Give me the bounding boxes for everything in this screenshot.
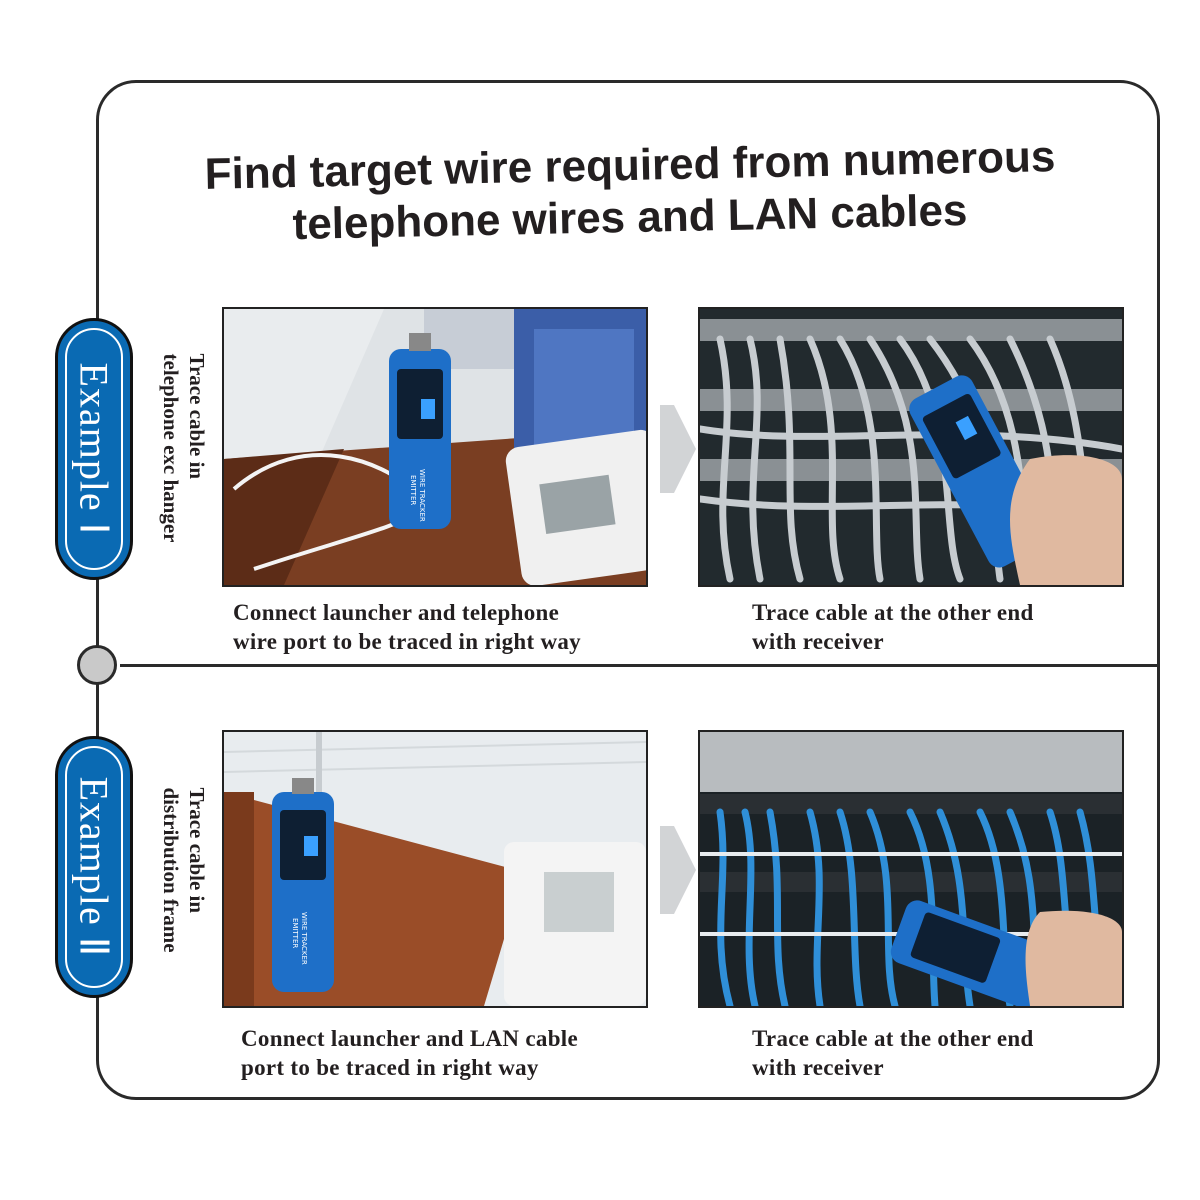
example-2-right-caption-line-2: with receiver [752,1055,884,1080]
device-1-text-1: WIRE TRACKER [418,469,426,522]
photo-receiver-gray-cables [698,307,1124,587]
example-2-right-caption: Trace cable at the other end with receiv… [752,1024,1034,1082]
example-2-badge-label: Example Ⅱ [71,776,117,958]
divider-knob [77,645,117,685]
example-2-left-caption-line-1: Connect launcher and LAN cable [241,1026,578,1051]
example-1-right-caption-line-2: with receiver [752,629,884,654]
example-2-side-label-line-2: distribution frame [159,787,183,953]
example-1-side-label-line-1: Trace cable in [185,353,209,480]
example-1-side-label: Trace cable in telephone exc hanger [154,318,214,578]
example-1-badge-label: Example Ⅰ [71,362,117,536]
device-1-text-2: EMITTER [409,475,417,505]
example-1-side-label-line-2: telephone exc hanger [159,353,183,543]
example-2-left-caption-line-2: port to be traced in right way [241,1055,539,1080]
photo-emitter-lan: WIRE TRACKER EMITTER [222,730,648,1008]
example-1-left-caption-line-1: Connect launcher and telephone [233,600,560,625]
example-2-side-label: Trace cable in distribution frame [154,740,214,1000]
example-2-right-caption-line-1: Trace cable at the other end [752,1026,1034,1051]
device-2-text-2: EMITTER [291,918,299,948]
example-2-left-caption: Connect launcher and LAN cable port to b… [241,1024,578,1082]
arrow-right-icon [660,405,696,493]
photo-receiver-blue-cables [698,730,1124,1008]
example-1-right-caption: Trace cable at the other end with receiv… [752,598,1034,656]
example-2-side-label-line-1: Trace cable in [185,787,209,914]
arrow-right-icon [660,826,696,914]
example-1-badge: Example Ⅰ [55,318,133,580]
content-frame [96,80,1160,1100]
example-1-left-caption-line-2: wire port to be traced in right way [233,629,581,654]
device-2-text-1: WIRE TRACKER [300,912,308,965]
example-2-badge: Example Ⅱ [55,736,133,998]
section-divider [120,664,1158,667]
example-1-left-caption: Connect launcher and telephone wire port… [233,598,581,656]
photo-emitter-telephone: WIRE TRACKER EMITTER [222,307,648,587]
example-1-right-caption-line-1: Trace cable at the other end [752,600,1034,625]
